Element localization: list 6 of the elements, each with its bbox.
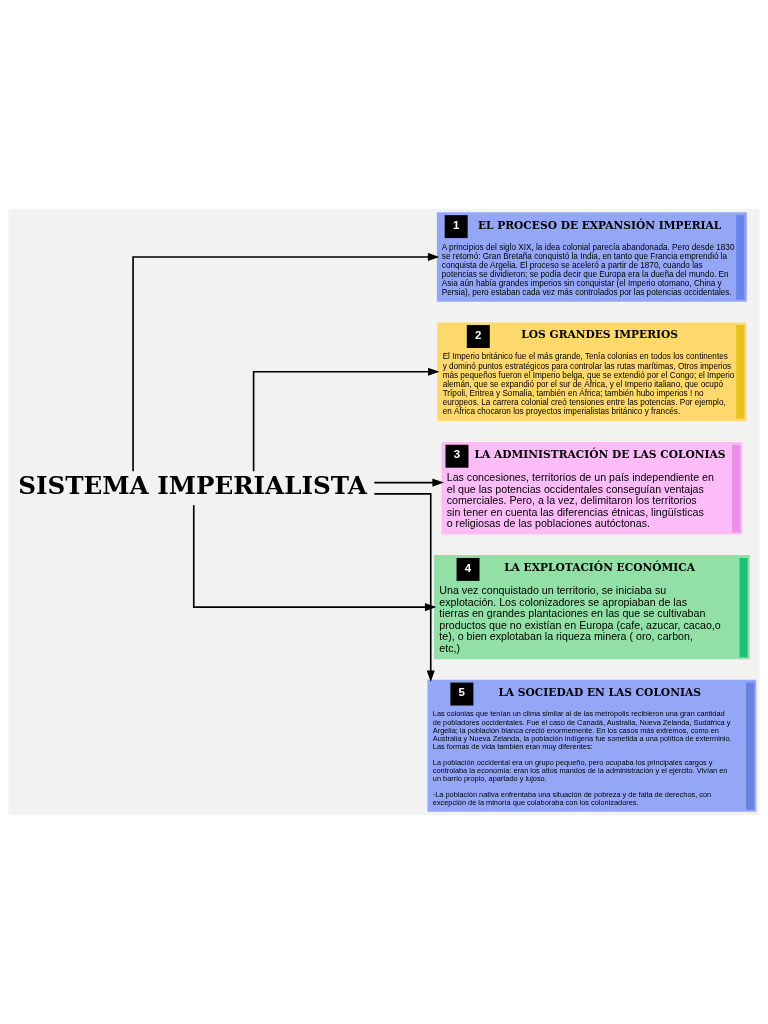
- arrow: [373, 478, 444, 487]
- node-text: SISTEMA IMPERIALISTA: [18, 470, 367, 500]
- arrow: [252, 367, 440, 473]
- arrow: [373, 493, 435, 682]
- arrow: [132, 252, 440, 473]
- arrow: [192, 504, 437, 612]
